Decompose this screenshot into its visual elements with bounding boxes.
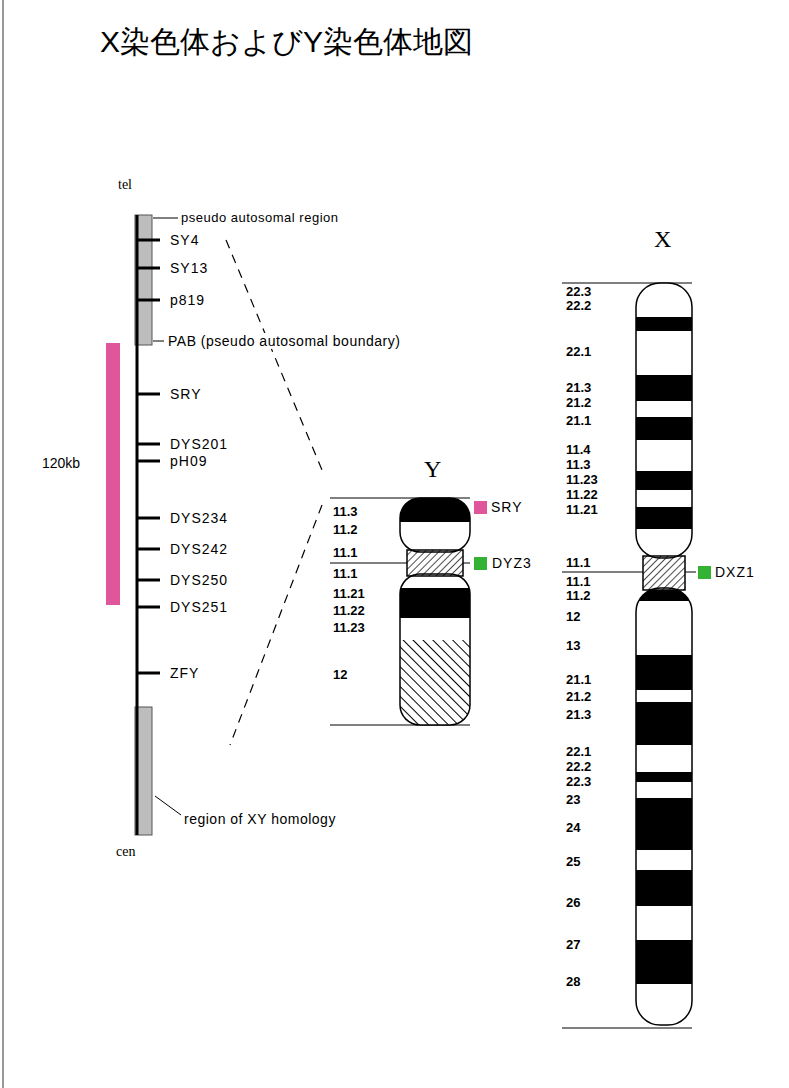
- marker-label: pH09: [170, 453, 207, 469]
- band-number: 23: [566, 793, 580, 808]
- chromosome-name: Y: [424, 456, 441, 484]
- band-number: 11.3: [333, 505, 358, 520]
- marker-label: SY13: [170, 260, 208, 276]
- y-outline: [400, 498, 470, 725]
- band-number: 25: [566, 855, 580, 870]
- band-number: 11.1: [333, 567, 358, 582]
- marker-label: SY4: [170, 232, 199, 248]
- probe-label: DXZ1: [715, 564, 755, 580]
- band-number: 11.22: [333, 604, 365, 619]
- marker-label: DYS201: [170, 436, 228, 452]
- end-label: tel: [118, 177, 132, 193]
- diagram-title: X染色体およびY染色体地図: [100, 25, 473, 60]
- band-number: 11.1: [566, 556, 591, 571]
- boundary-label: PAB (pseudo autosomal boundary): [166, 333, 402, 349]
- band-number: 11.21: [566, 503, 598, 518]
- band-number: 12: [333, 668, 347, 683]
- marker-label: DYS250: [170, 572, 228, 588]
- marker-label: SRY: [170, 386, 202, 402]
- y-chromosome: [395, 495, 475, 730]
- band-number: 11.2: [333, 523, 358, 538]
- probe-label: SRY: [491, 499, 523, 515]
- marker-label: p819: [170, 292, 205, 308]
- band-number: 22.1: [566, 345, 591, 360]
- band-number: 12: [566, 610, 580, 625]
- size-label: 120kb: [42, 455, 80, 471]
- band-number: 13: [566, 639, 580, 654]
- band-number: 21.3: [566, 708, 591, 723]
- page-rule: [2, 0, 4, 1088]
- band-number: 22.1: [566, 745, 591, 760]
- band-number: 22.2: [566, 299, 591, 314]
- band-number: 22.2: [566, 760, 591, 775]
- band-number: 21.3: [566, 381, 591, 396]
- band-number: 11.22: [566, 488, 598, 503]
- band-number: 11.1: [333, 546, 358, 561]
- band-number: 24: [566, 821, 580, 836]
- band-number: 11.21: [333, 587, 365, 602]
- leader-line: [155, 796, 181, 815]
- x-outline: [636, 283, 692, 1025]
- band-number: 26: [566, 896, 580, 911]
- chromosome-name: X: [654, 226, 671, 254]
- band-number: 11.3: [566, 458, 591, 473]
- band-number: 11.2: [566, 589, 591, 604]
- x-chromosome: [630, 280, 700, 1030]
- marker-swatch: [474, 501, 487, 514]
- end-label: cen: [116, 844, 135, 860]
- region-label: pseudo autosomal region: [181, 211, 339, 226]
- band-number: 11.4: [566, 443, 591, 458]
- band-number: 21.1: [566, 414, 591, 429]
- marker-label: DYS251: [170, 599, 228, 615]
- map-axis: [136, 215, 139, 835]
- dashed-projection: [230, 505, 322, 745]
- leader-line: [153, 341, 164, 342]
- marker-label: DYS234: [170, 510, 228, 526]
- band-number: 11.1: [566, 575, 591, 590]
- probe-label: DYZ3: [492, 555, 532, 571]
- marker-label: DYS242: [170, 541, 228, 557]
- region-label: region of XY homology: [184, 811, 336, 827]
- band-number: 28: [566, 975, 580, 990]
- region-bar: [106, 343, 120, 605]
- band-number: 22.3: [566, 285, 591, 300]
- leader-line: [153, 218, 178, 219]
- band-number: 11.23: [566, 473, 598, 488]
- marker-ticks: [138, 240, 160, 673]
- band-number: 11.23: [333, 621, 365, 636]
- marker-swatch: [474, 557, 487, 570]
- marker-label: ZFY: [170, 665, 199, 681]
- band-number: 27: [566, 938, 580, 953]
- band-number: 21.2: [566, 690, 591, 705]
- band-number: 21.1: [566, 673, 591, 688]
- band-number: 21.2: [566, 396, 591, 411]
- band-number: 22.3: [566, 775, 591, 790]
- dashed-projection: [226, 240, 322, 470]
- marker-swatch: [698, 566, 711, 579]
